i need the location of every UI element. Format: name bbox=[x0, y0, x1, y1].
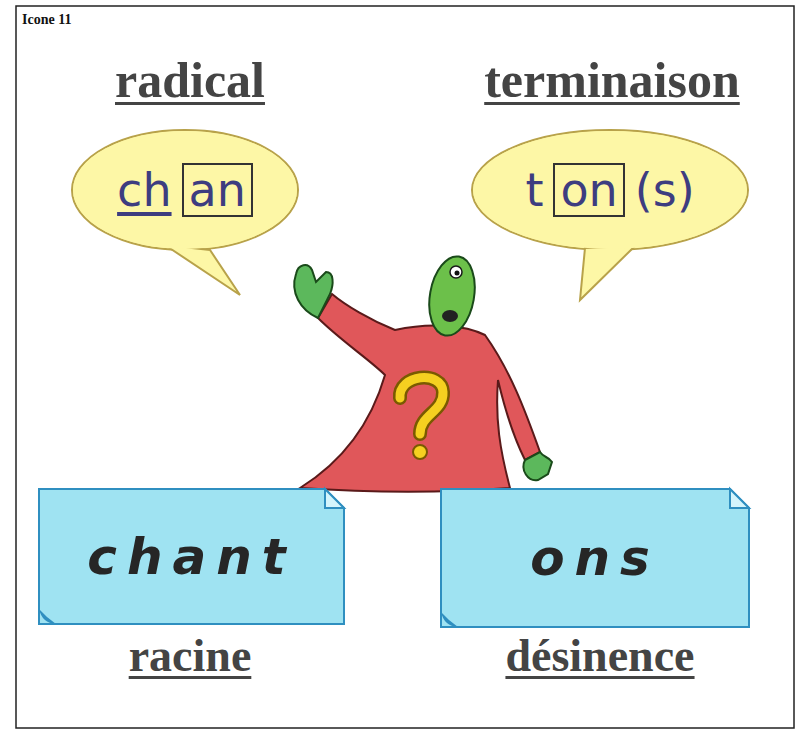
syllable: ch bbox=[117, 167, 171, 213]
syllable: (s) bbox=[635, 167, 695, 213]
mouth bbox=[442, 310, 458, 322]
shirt bbox=[300, 294, 540, 492]
term-heading: racine bbox=[0, 630, 390, 683]
question-mark-dot bbox=[413, 445, 427, 459]
icon-number: Icone 11 bbox=[22, 12, 222, 28]
eye bbox=[450, 266, 462, 278]
term-heading: radical bbox=[0, 52, 390, 110]
speech-bubble: anch bbox=[70, 128, 300, 252]
syllable: on bbox=[560, 163, 617, 217]
bubble-fill bbox=[73, 131, 297, 249]
note-fold bbox=[325, 489, 344, 508]
note-curl bbox=[39, 609, 56, 624]
note-card: chant bbox=[38, 488, 345, 625]
frame bbox=[16, 6, 794, 728]
note-curl bbox=[441, 612, 458, 627]
syllable: an bbox=[189, 163, 246, 217]
question-mark bbox=[400, 378, 443, 434]
speech-bubble: ont (s) bbox=[470, 128, 750, 252]
word-part: ons bbox=[530, 529, 660, 587]
note-body bbox=[39, 489, 344, 624]
bubble-edge bbox=[72, 130, 298, 250]
bubble-tail bbox=[580, 246, 635, 300]
term-heading: terminaison bbox=[412, 52, 800, 110]
pupil bbox=[455, 271, 460, 276]
note-fold bbox=[730, 489, 749, 508]
syllable: t bbox=[525, 167, 543, 213]
question-mark-outline bbox=[400, 378, 443, 434]
bubble-tail bbox=[165, 245, 240, 295]
character bbox=[294, 253, 552, 492]
head bbox=[423, 253, 480, 339]
bubble-fill bbox=[473, 131, 747, 249]
bubble-outline bbox=[70, 128, 300, 252]
note-body bbox=[441, 489, 749, 627]
term-heading: désinence bbox=[400, 630, 800, 683]
word-part: chant bbox=[87, 528, 295, 586]
boxed-syllable: on bbox=[553, 163, 624, 217]
boxed-syllable: an bbox=[182, 163, 253, 217]
note-card: ons bbox=[440, 488, 750, 628]
hand bbox=[523, 452, 552, 480]
hand bbox=[294, 265, 332, 318]
bubble-edge bbox=[472, 130, 748, 250]
